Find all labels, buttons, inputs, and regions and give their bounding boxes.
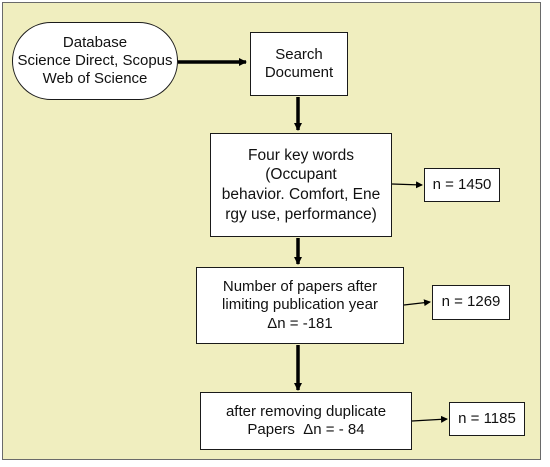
dedupe-line-1: after removing duplicate xyxy=(225,402,387,420)
keywords-line-1: Four key words xyxy=(248,146,354,164)
limit-line-1: Number of papers after xyxy=(222,278,378,296)
keywords-line-4: rgy use, performance) xyxy=(225,205,377,223)
n1450-label: n = 1450 xyxy=(432,175,492,193)
n1450-node: n = 1450 xyxy=(424,168,500,202)
database-node: Database Science Direct, Scopus Web of S… xyxy=(12,22,178,100)
dedupe-line-2: Papers Δn = - 84 xyxy=(247,421,365,438)
n1185-label: n = 1185 xyxy=(458,409,516,427)
limit-year-node: Number of papers after limiting publicat… xyxy=(196,267,404,344)
database-line-3: Web of Science xyxy=(42,70,148,88)
n1269-label: n = 1269 xyxy=(441,293,501,311)
search-line-1: Search xyxy=(275,45,323,63)
dedupe-node: after removing duplicate Papers Δn = - 8… xyxy=(200,392,412,450)
search-line-2: Document xyxy=(264,64,334,81)
arrow-keywords-to-n1450 xyxy=(391,181,423,189)
keywords-line-2: (Occupant xyxy=(265,166,337,184)
database-line-2: Science Direct, Scopus xyxy=(17,51,173,69)
database-line-1: Database xyxy=(62,33,128,51)
keywords-line-3: behavior. Comfort, Ene xyxy=(221,186,381,203)
limit-line-2: limiting publication year xyxy=(222,296,378,314)
n1269-node: n = 1269 xyxy=(432,285,510,320)
limit-line-3: Δn = -181 xyxy=(267,314,333,332)
keywords-node: Four key words (Occupant behavior. Comfo… xyxy=(210,133,392,237)
n1185-node: n = 1185 xyxy=(449,402,525,436)
search-document-node: Search Document xyxy=(250,32,348,96)
arrow-dedupe-to-n1185 xyxy=(411,415,448,423)
arrow-limit-to-n1269 xyxy=(403,299,431,307)
